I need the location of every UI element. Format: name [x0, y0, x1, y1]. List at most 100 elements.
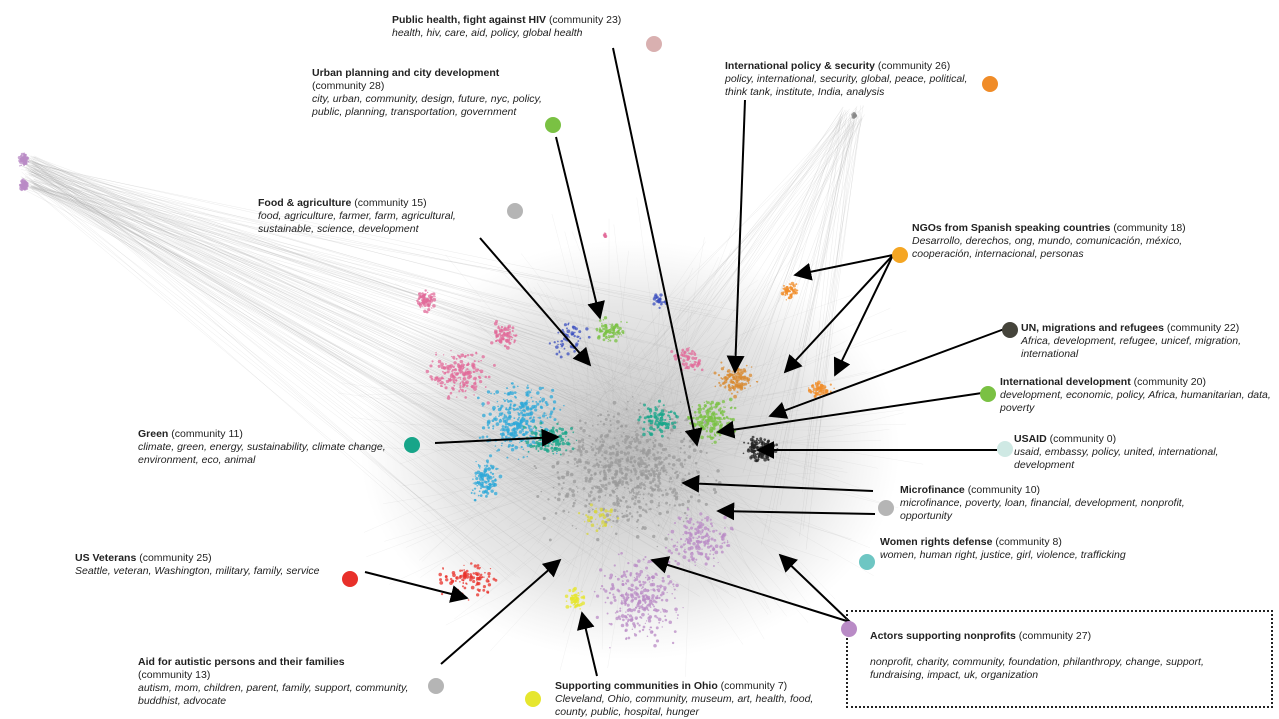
network-node — [569, 472, 574, 477]
network-node — [646, 574, 649, 577]
network-node — [453, 384, 456, 387]
network-node — [741, 387, 743, 389]
color-dot-community-27 — [841, 621, 857, 637]
network-node — [728, 397, 733, 402]
network-node — [736, 385, 741, 389]
network-background — [360, 240, 900, 660]
network-node — [465, 389, 467, 392]
network-node — [485, 459, 489, 463]
network-node — [445, 363, 447, 365]
network-edge — [20, 156, 505, 489]
network-node — [463, 586, 467, 590]
network-node — [506, 411, 509, 413]
network-node — [615, 610, 619, 613]
network-node — [612, 519, 615, 523]
network-node — [709, 416, 713, 420]
network-node — [624, 628, 628, 632]
network-node — [680, 537, 683, 541]
network-edge — [697, 111, 850, 304]
network-edge — [607, 393, 653, 668]
network-node — [608, 336, 610, 339]
network-node — [651, 594, 655, 598]
network-node — [597, 449, 601, 453]
network-node — [467, 375, 471, 380]
network-node — [663, 588, 667, 591]
network-node — [667, 560, 671, 564]
network-node — [767, 453, 770, 455]
network-node — [705, 539, 707, 542]
network-node — [609, 573, 614, 578]
network-node — [702, 418, 705, 421]
network-node — [430, 293, 433, 296]
network-node — [691, 485, 695, 490]
network-node — [459, 569, 462, 572]
network-node — [706, 542, 710, 545]
network-node — [604, 524, 607, 527]
network-node — [704, 562, 708, 566]
network-node — [706, 557, 710, 561]
network-node — [537, 416, 539, 419]
network-node — [499, 429, 502, 431]
network-node — [496, 400, 499, 403]
network-node — [747, 442, 750, 445]
network-edge — [633, 339, 848, 447]
network-node — [718, 438, 720, 441]
network-node — [479, 494, 483, 498]
network-edge — [626, 116, 860, 439]
network-node — [676, 477, 678, 480]
network-node — [674, 421, 677, 424]
network-node — [679, 451, 682, 453]
network-node — [525, 391, 529, 395]
network-node — [635, 588, 638, 591]
network-edge — [358, 388, 595, 396]
network-node — [529, 412, 532, 415]
network-edge — [26, 175, 516, 577]
network-node — [608, 429, 612, 433]
network-node — [525, 412, 529, 417]
network-node — [614, 460, 618, 464]
network-edge — [27, 155, 509, 576]
title: Aid for autistic persons and their famil… — [138, 656, 345, 668]
network-node — [624, 438, 628, 442]
network-node — [721, 409, 724, 412]
network-node — [616, 503, 620, 507]
network-node — [466, 572, 470, 576]
keywords: Cleveland, Ohio, community, museum, art,… — [555, 693, 814, 718]
network-node — [531, 445, 535, 448]
network-node — [597, 423, 599, 426]
network-node — [628, 518, 631, 520]
network-node — [680, 431, 682, 434]
network-edge — [546, 292, 616, 466]
title: Food & agriculture — [258, 197, 352, 209]
network-node — [743, 441, 746, 444]
annotation-arrow — [833, 254, 894, 377]
network-edge — [642, 121, 841, 361]
network-node — [602, 319, 605, 321]
network-node — [557, 492, 561, 496]
network-node — [638, 624, 641, 627]
network-edge — [489, 488, 639, 652]
network-node — [474, 380, 477, 382]
network-node — [458, 356, 462, 359]
label-community-8: Women rights defense (community 8) women… — [880, 536, 1140, 562]
network-node — [603, 474, 608, 478]
network-node — [19, 160, 23, 164]
network-node — [489, 471, 493, 474]
network-node — [731, 528, 734, 531]
network-node — [555, 352, 559, 356]
network-node — [694, 488, 697, 491]
network-node — [687, 472, 691, 476]
network-node — [669, 411, 672, 413]
network-node — [512, 385, 516, 389]
network-node — [642, 558, 645, 561]
network-edge — [30, 180, 636, 331]
network-node — [495, 422, 500, 426]
highlight-frame — [846, 610, 1273, 708]
network-node — [418, 292, 420, 295]
network-node — [727, 543, 731, 548]
network-node — [546, 449, 550, 453]
network-node — [474, 481, 478, 485]
network-node — [708, 538, 710, 540]
network-node — [559, 343, 562, 346]
network-edge — [28, 167, 567, 418]
